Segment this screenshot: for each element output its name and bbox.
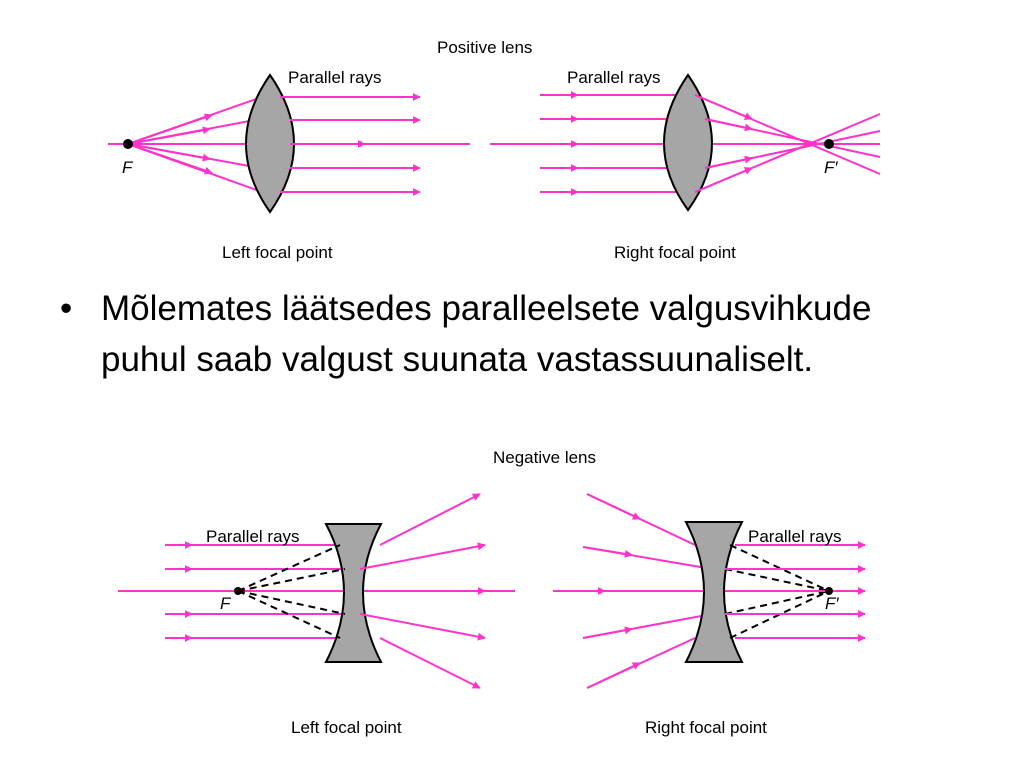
concave-lens-right: [684, 521, 744, 663]
positive-lens-title: Positive lens: [437, 38, 532, 57]
convex-lens-right: [663, 73, 713, 212]
focal-point-dot: [824, 139, 834, 149]
negative-left-diagram: F Parallel rays Left focal point: [118, 493, 515, 737]
focus-label-f-prime: F′: [824, 158, 838, 177]
parallel-rays-label: Parallel rays: [206, 527, 300, 546]
focus-label-f: F: [220, 594, 232, 613]
converging-rays-in: [553, 493, 713, 689]
parallel-rays-in: [540, 91, 680, 196]
focal-point-dot: [825, 587, 833, 595]
diverging-rays-out: [359, 493, 486, 689]
bullet-text: Mõlemates läätsedes paralleelsete valgus…: [101, 289, 872, 379]
parallel-rays-label: Parallel rays: [748, 527, 842, 546]
focal-point-dot: [123, 139, 133, 149]
focus-label-f: F: [122, 158, 134, 177]
parallel-rays-out: [280, 93, 421, 196]
positive-right-diagram: F′ Parallel rays Right focal point: [490, 68, 881, 262]
focus-label-f-prime: F′: [825, 594, 839, 613]
concave-lens-left: [324, 523, 383, 663]
parallel-rays-label: Parallel rays: [288, 68, 382, 87]
virtual-rays-dashed: [237, 544, 346, 639]
left-focal-point-caption: Left focal point: [222, 243, 333, 262]
negative-lens-title: Negative lens: [493, 448, 596, 467]
converging-rays: [694, 94, 881, 193]
parallel-rays-in: [165, 541, 486, 642]
left-focal-point-caption: Left focal point: [291, 718, 402, 737]
focal-point-dot: [234, 587, 242, 595]
positive-left-diagram: F Parallel rays Left focal point: [108, 68, 470, 262]
parallel-rays-out: [725, 541, 866, 642]
convex-lens-left: [245, 73, 295, 214]
right-focal-point-caption: Right focal point: [614, 243, 736, 262]
negative-right-diagram: F′ Parallel rays Right focal point: [553, 493, 866, 737]
bullet-marker: •: [60, 289, 73, 328]
parallel-rays-label: Parallel rays: [567, 68, 661, 87]
diverging-rays: [127, 96, 263, 193]
right-focal-point-caption: Right focal point: [645, 718, 767, 737]
